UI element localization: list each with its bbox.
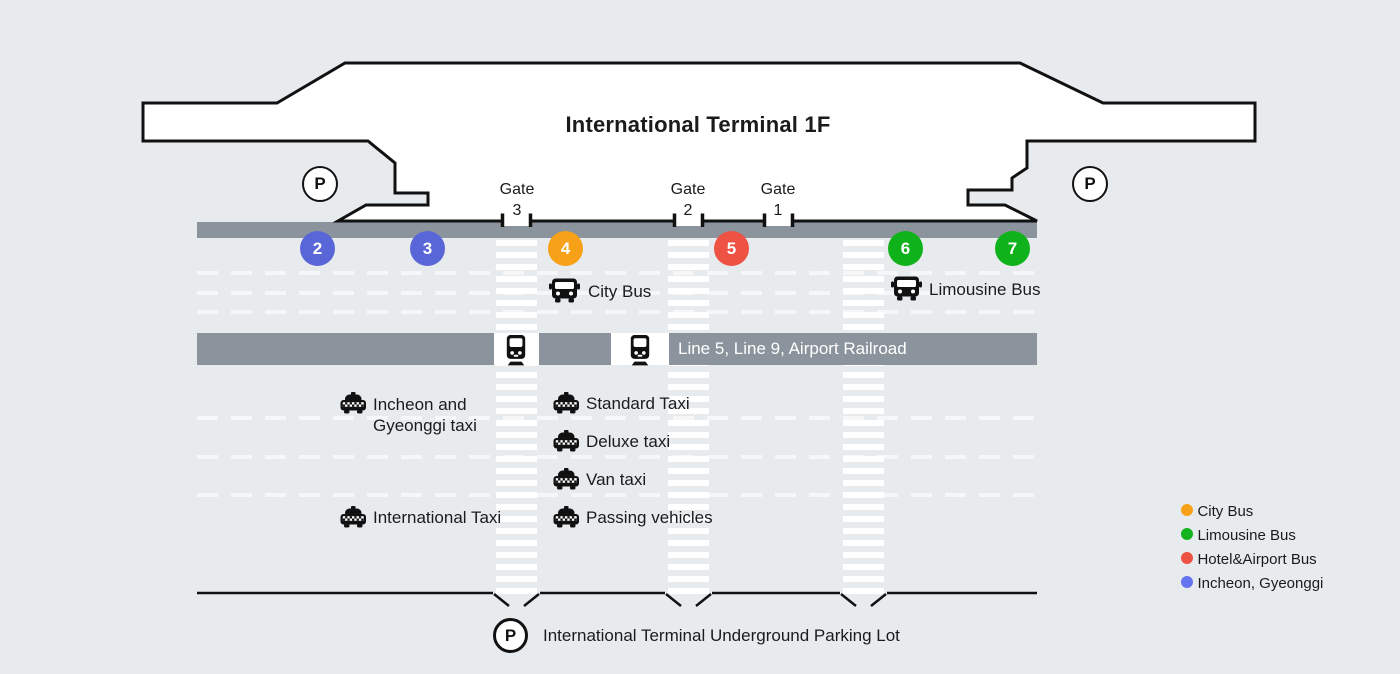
train-icon xyxy=(504,335,528,369)
lane-dash-line xyxy=(197,455,1037,459)
stop-circle-3: 3 xyxy=(410,231,445,266)
taxi-icon xyxy=(552,468,580,490)
bus-icon xyxy=(891,275,922,302)
legend-item: Limousine Bus xyxy=(1181,527,1323,551)
city-bus-dot-icon xyxy=(1181,504,1193,516)
incheon-gyeonggi-dot-icon xyxy=(1181,576,1193,588)
gate-3-label: Gate 3 xyxy=(499,181,535,219)
legend-item: City Bus xyxy=(1181,503,1323,527)
stop-circle-5: 5 xyxy=(714,231,749,266)
legend-item: Hotel&Airport Bus xyxy=(1181,551,1323,575)
terminal-road xyxy=(197,222,1037,238)
hotel-airport-bus-dot-icon xyxy=(1181,552,1193,564)
taxi-label-incheon-gyeonggi: Incheon and Gyeonggi taxi xyxy=(373,395,477,435)
taxi-label-van: Van taxi xyxy=(586,470,647,489)
crosswalk-band xyxy=(668,240,709,600)
crosswalk-band xyxy=(496,240,537,600)
lane-dash-line xyxy=(197,416,1037,420)
taxi-label-standard: Standard Taxi xyxy=(586,394,690,413)
diagram-title: International Terminal 1F xyxy=(565,112,831,137)
lane-dash-line xyxy=(197,291,1037,295)
taxi-icon xyxy=(339,392,367,414)
gate-2-label: Gate 2 xyxy=(670,181,706,219)
parking-symbol-right: P xyxy=(1072,166,1108,202)
gate-1-label: Gate 1 xyxy=(760,181,796,219)
legend: City Bus Limousine Bus Hotel&Airport Bus… xyxy=(1181,503,1323,599)
lane-dash-line xyxy=(197,493,1037,497)
taxi-icon xyxy=(552,392,580,414)
taxi-label-deluxe: Deluxe taxi xyxy=(586,432,671,451)
limousine-bus-dot-icon xyxy=(1181,528,1193,540)
taxi-icon xyxy=(339,506,367,528)
lane-dash-line xyxy=(197,310,1037,314)
underground-parking-label: International Terminal Underground Parki… xyxy=(543,626,900,645)
parking-symbol-bottom: P xyxy=(493,618,528,653)
stop-circle-7: 7 xyxy=(995,231,1030,266)
taxi-label-passing: Passing vehicles xyxy=(586,508,713,527)
stop-circle-2: 2 xyxy=(300,231,335,266)
train-icon xyxy=(628,335,652,369)
subway-line-label: Line 5, Line 9, Airport Railroad xyxy=(678,339,907,358)
taxi-icon xyxy=(552,506,580,528)
parking-symbol-left: P xyxy=(302,166,338,202)
legend-item: Incheon, Gyeonggi xyxy=(1181,575,1323,599)
stop-circle-4: 4 xyxy=(548,231,583,266)
taxi-label-international: International Taxi xyxy=(373,508,502,527)
stop-circle-6: 6 xyxy=(888,231,923,266)
taxi-icon xyxy=(552,430,580,452)
limousine-bus-label: Limousine Bus xyxy=(929,280,1041,299)
city-bus-label: City Bus xyxy=(588,282,652,301)
crosswalk-band xyxy=(843,240,884,600)
lane-dash-line xyxy=(197,271,1037,275)
bus-icon xyxy=(549,277,580,304)
